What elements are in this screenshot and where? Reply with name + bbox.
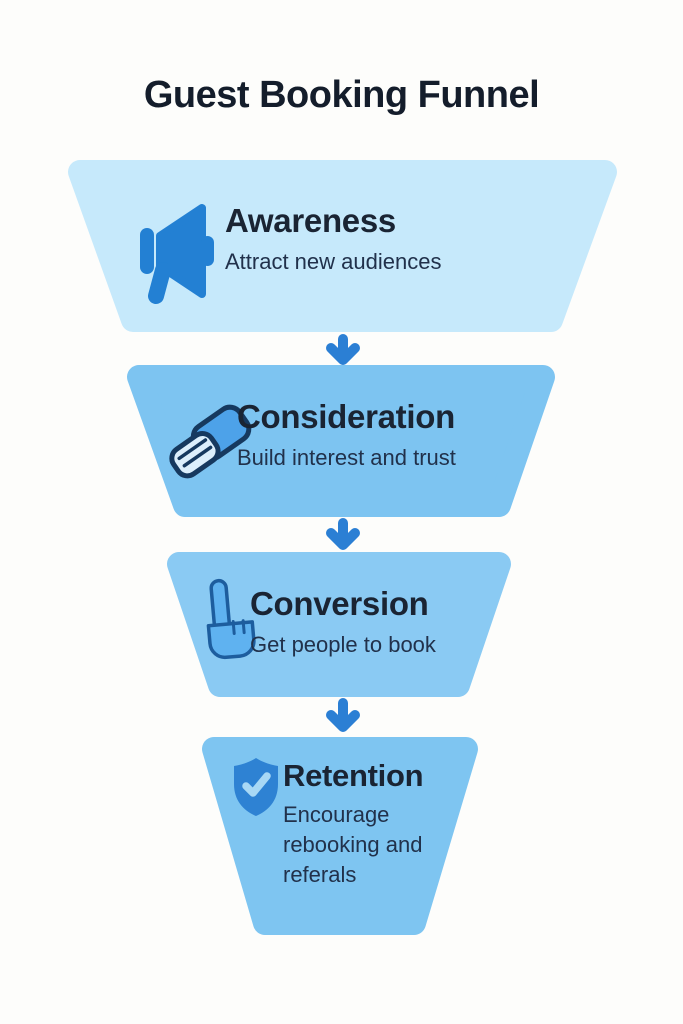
funnel-stage-conversion-shape [167, 552, 511, 697]
stage-retention-description: Encourage rebooking and referals [283, 802, 423, 887]
down-arrow-icon [326, 698, 360, 732]
funnel-stage-awareness-shape [68, 160, 617, 332]
down-arrow-icon [326, 518, 360, 550]
stage-awareness: Awareness Attract new audiences [225, 202, 441, 276]
page-title: Guest Booking Funnel [143, 74, 540, 116]
stage-consideration: Consideration Build interest and trust [237, 398, 456, 472]
stage-consideration-description: Build interest and trust [237, 445, 456, 470]
down-arrow-icon [326, 334, 360, 365]
stage-conversion: Conversion Get people to book [250, 585, 436, 659]
stage-retention: Retention Encourage rebooking and refera… [283, 758, 455, 890]
stage-conversion-label: Conversion [250, 585, 429, 622]
stage-awareness-description: Attract new audiences [225, 249, 442, 274]
stage-retention-label: Retention [283, 758, 424, 793]
pointing-hand-icon [206, 578, 256, 660]
stage-consideration-label: Consideration [237, 398, 455, 435]
stage-conversion-description: Get people to book [250, 632, 436, 657]
handshake-icon [169, 404, 252, 479]
megaphone-icon [140, 204, 214, 304]
stage-awareness-label: Awareness [225, 202, 396, 239]
shield-check-icon [234, 758, 278, 816]
